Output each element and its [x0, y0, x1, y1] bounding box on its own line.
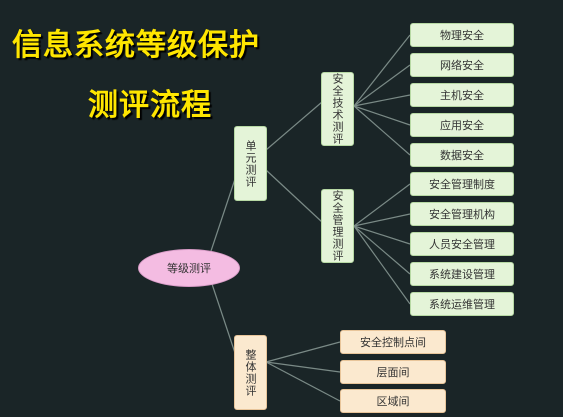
unit-evaluation-node: 单元测评	[234, 126, 267, 201]
title-line-2: 测评流程	[88, 88, 212, 123]
root-node: 等级测评	[138, 249, 240, 287]
title-line-1: 信息系统等级保护	[12, 28, 260, 63]
mgmt-item-construction: 系统建设管理	[410, 262, 514, 286]
connector-mgmt-item-5	[353, 225, 411, 305]
overall-item-regions: 区域间	[340, 389, 446, 413]
tech-item-application: 应用安全	[410, 113, 514, 137]
tech-item-data: 数据安全	[410, 143, 514, 167]
tech-item-physical: 物理安全	[410, 23, 514, 47]
mgmt-item-personnel: 人员安全管理	[410, 232, 514, 256]
overall-item-layers: 层面间	[340, 360, 446, 384]
tech-evaluation-node: 安全技术测评	[321, 72, 354, 146]
mgmt-item-operations: 系统运维管理	[410, 292, 514, 316]
connector-tech-item-1	[353, 34, 411, 107]
connector-mgmt-item-2	[353, 213, 411, 227]
connector-tech-item-5	[353, 105, 411, 156]
mgmt-item-policy: 安全管理制度	[410, 172, 514, 196]
overall-evaluation-node: 整体测评	[234, 335, 267, 410]
connector-overall-item-3	[265, 361, 341, 402]
connector-mgmt-item-3	[353, 225, 411, 245]
connector-root-unit	[209, 169, 239, 255]
connector-mgmt-item-1	[353, 183, 411, 227]
connector-overall-item-1	[265, 341, 341, 363]
connector-tech-item-4	[353, 105, 411, 126]
connector-tech-item-2	[353, 64, 411, 107]
connector-root-overall	[211, 283, 239, 363]
connector-mgmt-item-4	[353, 225, 411, 275]
connector-unit-mgmt	[265, 169, 323, 223]
connector-tech-item-3	[353, 94, 411, 107]
tech-item-host: 主机安全	[410, 83, 514, 107]
tech-item-network: 网络安全	[410, 53, 514, 77]
mgmt-item-organization: 安全管理机构	[410, 202, 514, 226]
mgmt-evaluation-node: 安全管理测评	[321, 189, 354, 263]
overall-item-control-points: 安全控制点间	[340, 330, 446, 354]
connector-unit-tech	[265, 101, 323, 151]
connector-overall-item-2	[265, 361, 341, 373]
